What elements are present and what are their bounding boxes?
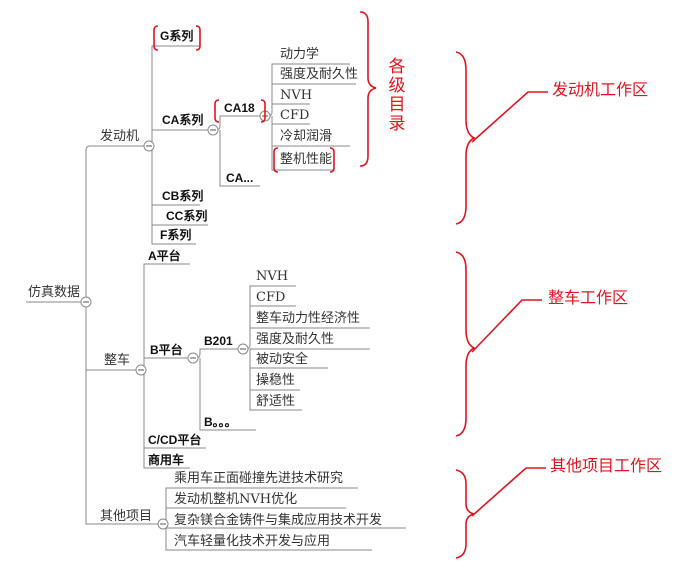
b201-item-economy[interactable]: 整车动力性经济性	[256, 311, 361, 326]
ca-to-ca18	[215, 115, 262, 131]
ca18-item-durability[interactable]: 强度及耐久性	[280, 67, 359, 82]
vehicle-zone-brace	[455, 251, 476, 437]
vehicle-zone-label: 整车工作区	[548, 288, 629, 307]
ca18-item-dynamics[interactable]: 动力学	[280, 47, 320, 62]
ca-series-node[interactable]: CA系列	[162, 113, 204, 127]
cc-series-node[interactable]: CC系列	[166, 209, 208, 223]
b201-item-safety[interactable]: 被动安全	[256, 352, 309, 367]
other-item-magnesium[interactable]: 复杂镁合金铸件与集成应用技术开发	[174, 513, 383, 528]
vehicle-to-commercial	[143, 448, 190, 469]
engine-to-g	[151, 45, 200, 146]
engine-to-f	[151, 225, 196, 245]
b201-item-cfd[interactable]: CFD	[256, 290, 286, 305]
vehicle-to-a	[143, 263, 190, 370]
g-series-bracket	[153, 25, 201, 51]
root-to-other	[85, 302, 96, 525]
ca-to-more	[219, 130, 260, 187]
engine-zone-arrow	[471, 91, 548, 143]
b201-item-handling[interactable]: 操稳性	[256, 373, 296, 388]
commercial-node[interactable]: 商用车	[148, 453, 185, 467]
engine-zone-brace	[455, 51, 476, 225]
root-to-vehicle	[85, 302, 96, 371]
ca18-item-cfd[interactable]: CFD	[280, 108, 310, 123]
engine-zone-label: 发动机工作区	[552, 80, 649, 99]
ca18-item-nvh[interactable]: NVH	[280, 88, 313, 103]
ca18-bracket	[214, 99, 266, 123]
ca18-to-items	[267, 63, 356, 171]
ca-more-node[interactable]: CA...	[226, 171, 254, 185]
other-item-engine-nvh[interactable]: 发动机整机NVH优化	[174, 492, 298, 507]
root-node[interactable]: 仿真数据	[28, 285, 81, 300]
b201-item-nvh[interactable]: NVH	[256, 269, 289, 284]
levels-bracket	[359, 11, 377, 167]
b-to-b201	[195, 348, 240, 359]
b201-to-items	[245, 285, 370, 411]
vehicle-node[interactable]: 整车	[104, 353, 131, 368]
levels-annotation: 各级目录	[388, 57, 406, 134]
engine-node[interactable]: 发动机	[100, 129, 140, 144]
platform-b-node[interactable]: B平台	[150, 343, 183, 357]
other-zone-arrow	[471, 467, 546, 517]
ca18-item-cooling[interactable]: 冷却润滑	[280, 129, 333, 144]
other-item-collision[interactable]: 乘用车正面碰撞先进技术研究	[174, 471, 344, 486]
other-zone-label: 其他项目工作区	[550, 456, 663, 475]
root-underline	[26, 145, 96, 303]
b-to-bmore	[199, 358, 256, 431]
b201-item-durability[interactable]: 强度及耐久性	[256, 332, 335, 347]
vehicle-zone-arrow	[471, 299, 542, 353]
performance-bracket	[273, 147, 335, 173]
b-more-node[interactable]: B。。。	[204, 415, 237, 429]
other-projects-node[interactable]: 其他项目	[100, 509, 153, 524]
other-zone-brace	[455, 469, 475, 559]
platform-a-node[interactable]: A平台	[148, 249, 181, 263]
other-item-lightweight[interactable]: 汽车轻量化技术开发与应用	[174, 534, 331, 549]
other-to-items	[165, 487, 406, 551]
b201-node[interactable]: B201	[204, 334, 233, 348]
ca18-node[interactable]: CA18	[224, 101, 255, 115]
f-series-node[interactable]: F系列	[160, 228, 192, 242]
b201-item-comfort[interactable]: 舒适性	[256, 394, 296, 409]
cb-series-node[interactable]: CB系列	[162, 189, 204, 203]
g-series-node[interactable]: G系列	[160, 29, 194, 43]
ca18-item-performance[interactable]: 整机性能	[280, 152, 333, 167]
platform-ccd-node[interactable]: C/CD平台	[148, 433, 202, 447]
